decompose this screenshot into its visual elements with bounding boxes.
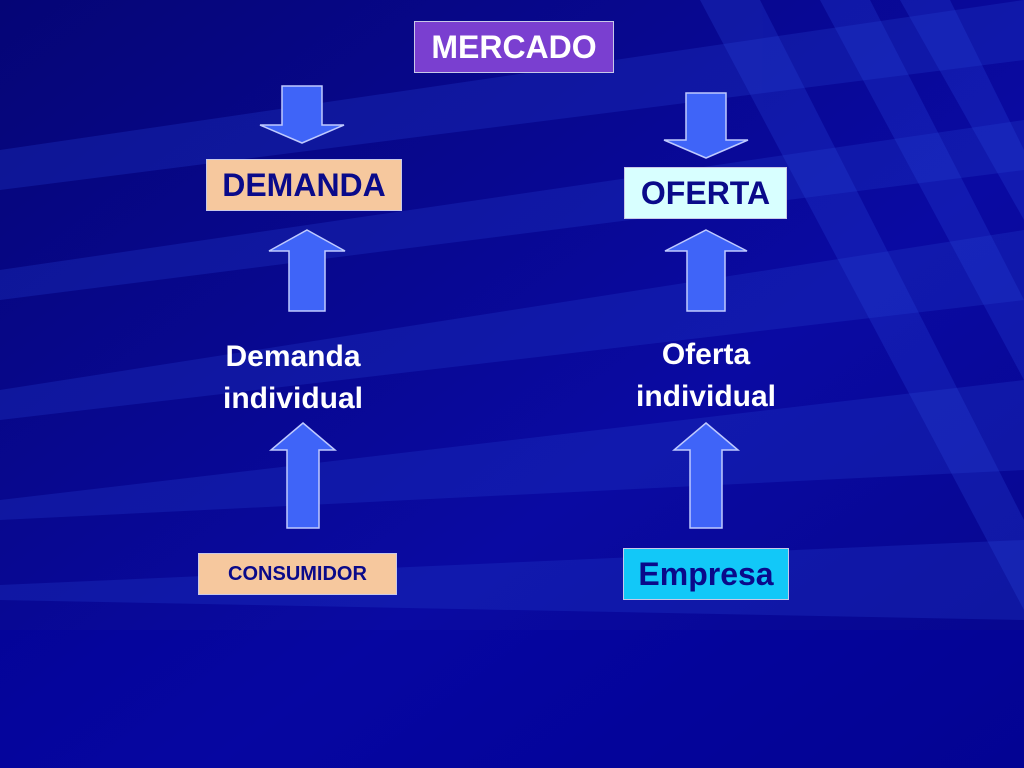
oferta-individual-line1: Oferta — [661, 338, 751, 371]
oferta-box: OFERTA — [624, 167, 787, 219]
oferta-individual-line2: individual — [635, 380, 776, 413]
oferta-label: OFERTA — [640, 174, 771, 211]
mercado-label: MERCADO — [431, 28, 597, 65]
demanda-box: DEMANDA — [206, 159, 402, 211]
arrow-up-consumidor-to-individual-icon — [268, 422, 338, 529]
arrow-up-individual-to-demanda-icon — [268, 229, 346, 312]
consumidor-label: CONSUMIDOR — [228, 562, 367, 585]
arrow-up-individual-to-oferta-icon — [664, 229, 748, 312]
oferta-individual-label: Oferta individual — [596, 334, 816, 418]
arrow-down-mercado-to-oferta-icon — [663, 92, 749, 159]
mercado-box: MERCADO — [414, 21, 614, 73]
arrow-down-mercado-to-demanda-icon — [259, 85, 345, 144]
empresa-label: Empresa — [638, 555, 774, 592]
empresa-box: Empresa — [623, 548, 789, 600]
consumidor-box: CONSUMIDOR — [198, 553, 397, 595]
demanda-individual-label: Demanda individual — [183, 336, 403, 420]
demanda-individual-line1: Demanda — [225, 340, 361, 373]
demanda-label: DEMANDA — [222, 166, 386, 203]
demanda-individual-line2: individual — [222, 382, 363, 415]
arrow-up-empresa-to-individual-icon — [671, 422, 741, 529]
